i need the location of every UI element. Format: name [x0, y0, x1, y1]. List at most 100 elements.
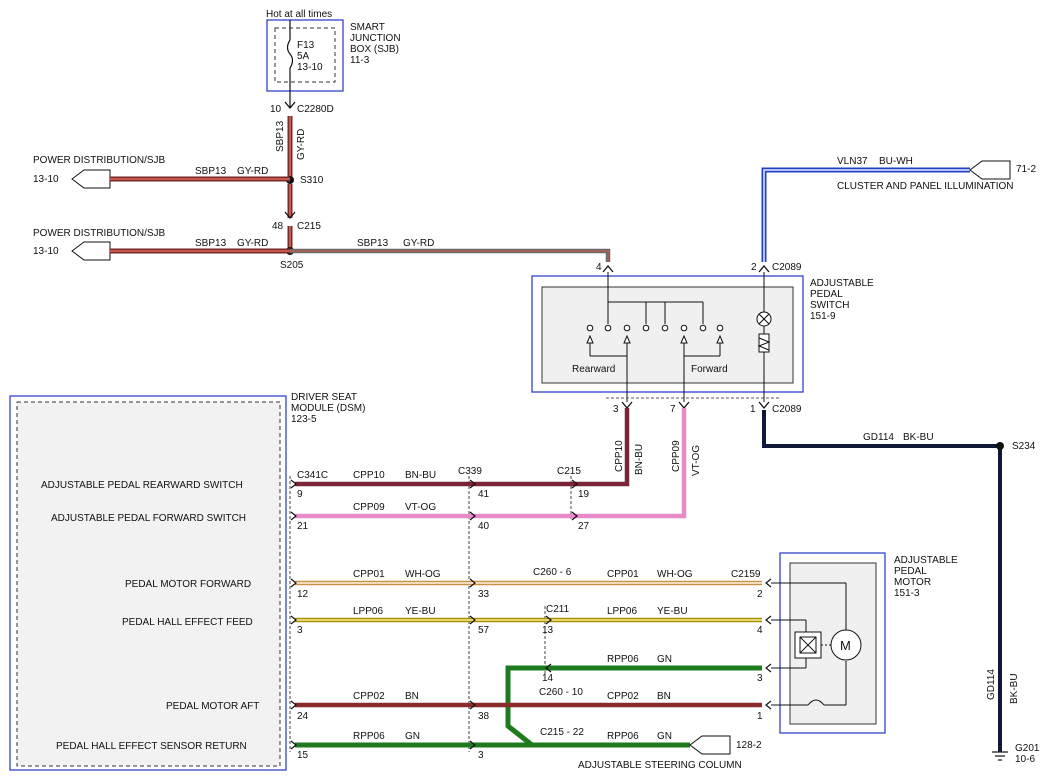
fuse-rating: 5A	[297, 51, 310, 62]
sjb-line1: SMART	[350, 22, 385, 33]
c339-pin-3: 3	[478, 750, 484, 761]
wire2-color: GY-RD	[237, 238, 268, 249]
gd114-color: BK-BU	[903, 432, 934, 443]
c339-pin-41: 41	[478, 489, 490, 500]
power-dist-1-page: 13-10	[33, 174, 59, 185]
motor-icon	[830, 629, 862, 661]
fuse-icon	[286, 20, 294, 92]
rpp06-circuit-motor: RPP06	[607, 654, 639, 665]
c339-pin-38: 38	[478, 711, 490, 722]
fuse-page: 13-10	[297, 62, 323, 73]
c215-top-label: C215	[297, 221, 321, 232]
cpp01-circuit-2: CPP01	[607, 569, 639, 580]
fuse-id: F13	[297, 40, 315, 51]
signal-rearward-switch: ADJUSTABLE PEDAL REARWARD SWITCH	[41, 480, 243, 491]
rearward-label: Rearward	[572, 364, 615, 375]
pedal-switch-body	[541, 286, 794, 384]
row-connector-icons	[290, 479, 772, 750]
forward-label: Forward	[691, 364, 728, 375]
wire2-circuit: SBP13	[195, 238, 227, 249]
cpp09-vertical-color: VT-OG	[691, 445, 702, 476]
cluster-page: 71-2	[1016, 164, 1036, 175]
rpp06-color-2: GN	[657, 731, 672, 742]
motor-symbol: M	[840, 638, 851, 653]
signal-hall-return: PEDAL HALL EFFECT SENSOR RETURN	[56, 741, 247, 752]
rpp06-circuit: RPP06	[353, 731, 385, 742]
cpp01-color: WH-OG	[405, 569, 441, 580]
pin1-connector-icon	[758, 401, 770, 410]
dsm-outline	[9, 395, 287, 771]
s310-label: S310	[300, 175, 324, 186]
cpp10-color: BN-BU	[405, 470, 436, 481]
motor-line1: ADJUSTABLE	[894, 555, 958, 566]
c339-pin-40: 40	[478, 521, 490, 532]
lpp06-circuit: LPP06	[353, 606, 383, 617]
c2159-label: C2159	[731, 569, 761, 580]
vertical-color-label: GY-RD	[296, 129, 307, 160]
wire1-color: GY-RD	[237, 166, 268, 177]
dsm-body	[16, 401, 281, 767]
steering-connector-icon	[689, 735, 731, 755]
vln37-circuit: VLN37	[837, 156, 868, 167]
dsm-pin-12: 12	[297, 589, 309, 600]
cpp10-circuit: CPP10	[353, 470, 385, 481]
pin4-connector-icon	[602, 264, 614, 273]
c211-pin-13: 13	[542, 625, 554, 636]
c211-label: C211	[546, 604, 570, 615]
c341c-label: C341C	[297, 470, 328, 481]
c260-10-label: C260 - 10	[539, 687, 583, 698]
wire1-circuit: SBP13	[195, 166, 227, 177]
cluster-label: CLUSTER AND PANEL ILLUMINATION	[837, 181, 1014, 192]
pin7-connector-icon	[678, 401, 690, 410]
cpp02-color-2: BN	[657, 691, 671, 702]
illumination-lamp-icon	[756, 272, 772, 402]
c2280d-pin: 10	[270, 104, 282, 115]
cpp01-circuit: CPP01	[353, 569, 385, 580]
rpp06-motor-wire	[505, 665, 762, 747]
c215-22-label: C215 - 22	[540, 727, 584, 738]
pin2-label: 2	[751, 262, 757, 273]
pedal-switch-line3: SWITCH	[810, 300, 849, 311]
cpp02-circuit-2: CPP02	[607, 691, 639, 702]
pin1-label: 1	[750, 404, 756, 415]
lpp06-color: YE-BU	[405, 606, 436, 617]
cpp02-circuit: CPP02	[353, 691, 385, 702]
dsm-line1: DRIVER SEAT	[291, 392, 357, 403]
c215-label: C215	[557, 466, 581, 477]
gd114-wire	[762, 410, 1002, 752]
motor-line3: MOTOR	[894, 577, 931, 588]
c339-label: C339	[458, 466, 482, 477]
pin7-label: 7	[670, 404, 676, 415]
motor-pin-4: 4	[757, 625, 763, 636]
cpp09-color: VT-OG	[405, 502, 436, 513]
dsm-page: 123-5	[291, 414, 317, 425]
cpp01-color-2: WH-OG	[657, 569, 693, 580]
power-dist-1-title: POWER DISTRIBUTION/SJB	[33, 155, 166, 166]
sjb-page: 11-3	[350, 55, 370, 66]
dsm-pin-15: 15	[297, 750, 309, 761]
gd114-vertical-circuit: GD114	[986, 669, 997, 700]
cpp09-circuit: CPP09	[353, 502, 385, 513]
motor-pin-3: 3	[757, 673, 763, 684]
c2280d-label: C2280D	[297, 104, 334, 115]
s234-label: S234	[1012, 441, 1036, 452]
pin2-connector-icon	[758, 264, 770, 273]
cpp09-wire	[295, 408, 687, 519]
g201-page: 10-6	[1015, 754, 1035, 765]
pedal-switch-line2: PEDAL	[810, 289, 843, 300]
steering-page: 128-2	[736, 740, 762, 751]
cpp02-color: BN	[405, 691, 419, 702]
c215-pin-19: 19	[578, 489, 590, 500]
pedal-switch-line1: ADJUSTABLE	[810, 278, 874, 289]
cpp10-vertical-color: BN-BU	[634, 444, 645, 475]
c215-pin-27: 27	[578, 521, 590, 532]
c215-top-connector-icon	[284, 211, 296, 220]
wire3-color: GY-RD	[403, 238, 434, 249]
c215-top-pin: 48	[272, 221, 284, 232]
switch-contacts-icon	[586, 272, 724, 402]
c339-pin-57: 57	[478, 625, 490, 636]
cluster-connector-icon	[969, 160, 1011, 180]
gd114-vertical-color: BK-BU	[1009, 673, 1020, 704]
rpp06-circuit-2: RPP06	[607, 731, 639, 742]
